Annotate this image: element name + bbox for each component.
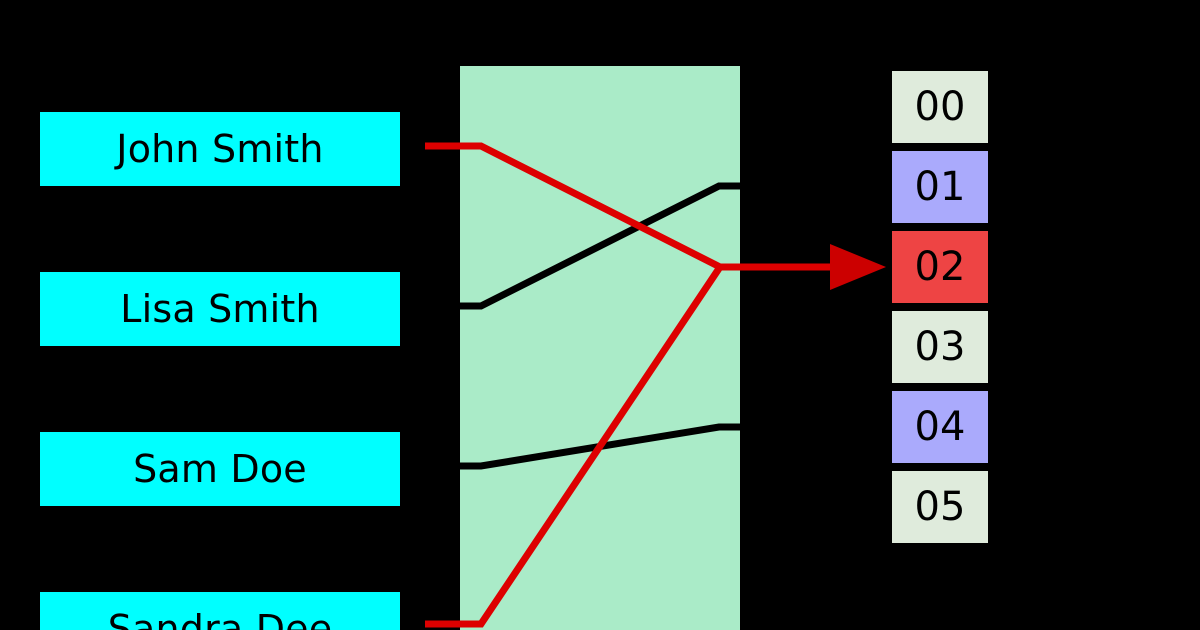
- bucket-index-label: 02: [914, 244, 966, 290]
- name-box-sandra-dee[interactable]: Sandra Dee: [40, 592, 400, 630]
- arrow-head-icon: [830, 244, 886, 290]
- name-box-lisa-smith[interactable]: Lisa Smith: [40, 272, 400, 346]
- name-label: Lisa Smith: [120, 287, 320, 331]
- bucket-index-label: 01: [914, 164, 966, 210]
- bucket-05[interactable]: 05: [892, 471, 988, 543]
- bucket-04[interactable]: 04: [892, 391, 988, 463]
- name-label: John Smith: [116, 127, 324, 171]
- name-label: Sam Doe: [133, 447, 307, 491]
- bucket-index-label: 00: [914, 84, 966, 130]
- bucket-index-label: 03: [914, 324, 966, 370]
- name-box-sam-doe[interactable]: Sam Doe: [40, 432, 400, 506]
- bucket-00[interactable]: 00: [892, 71, 988, 143]
- bucket-01[interactable]: 01: [892, 151, 988, 223]
- bucket-02[interactable]: 02: [892, 231, 988, 303]
- bucket-index-label: 05: [914, 484, 966, 530]
- name-box-john-smith[interactable]: John Smith: [40, 112, 400, 186]
- bucket-03[interactable]: 03: [892, 311, 988, 383]
- name-label: Sandra Dee: [107, 607, 333, 630]
- bucket-index-label: 04: [914, 404, 966, 450]
- hash-function-band: [460, 66, 740, 630]
